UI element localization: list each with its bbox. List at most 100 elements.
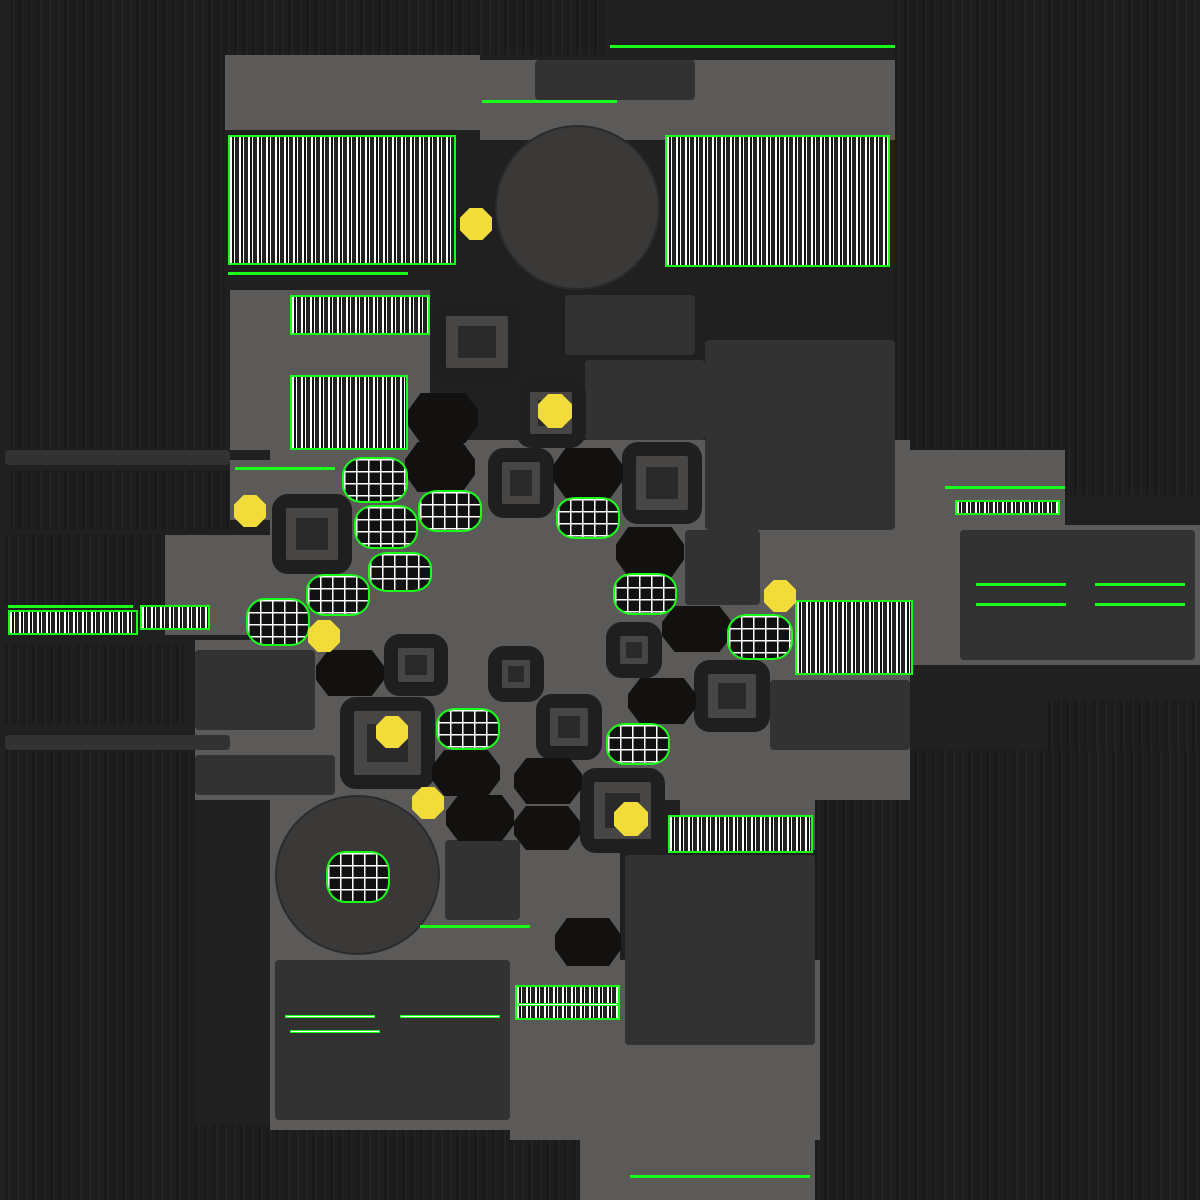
square-ring [694, 660, 770, 732]
green-bar [235, 467, 335, 470]
square-ring [488, 646, 544, 702]
dark-panel [5, 750, 195, 1200]
square-ring [384, 634, 448, 696]
panel-island [275, 960, 510, 1120]
green-bar [1095, 583, 1185, 586]
panel-island [445, 840, 520, 920]
yellow-octagon [764, 580, 796, 612]
ring-inner [405, 654, 427, 676]
dark-panel [10, 0, 225, 450]
square-ring [488, 448, 554, 518]
barcode-strip [290, 375, 408, 450]
panel-island [705, 340, 895, 530]
grid-oval [342, 457, 408, 503]
dark-blob [514, 806, 580, 850]
yellow-octagon [614, 802, 648, 836]
dark-panel [1065, 0, 1200, 495]
uv-island [580, 1125, 815, 1200]
grid-oval [727, 614, 793, 660]
white-bar [518, 1003, 618, 1006]
dark-blob [405, 442, 475, 492]
yellow-octagon [376, 716, 408, 748]
ring-inner [717, 682, 747, 710]
barcode-strip [665, 135, 890, 267]
panel-island [625, 855, 815, 1045]
ring-inner [625, 641, 643, 659]
uv-island [225, 55, 480, 130]
grid-oval [606, 723, 670, 765]
green-bar [976, 603, 1066, 606]
green-bar [630, 1175, 810, 1178]
grid-oval [418, 490, 482, 532]
grid-oval [326, 851, 390, 903]
grid-oval [368, 552, 432, 592]
dark-blob [514, 758, 582, 804]
barcode-strip [955, 500, 1060, 515]
barcode-strip [228, 135, 456, 265]
ring-inner [296, 518, 328, 550]
green-bar [420, 925, 530, 928]
dark-blob [616, 527, 684, 577]
barcode-strip [8, 610, 138, 635]
dark-blob [446, 795, 514, 841]
grid-oval [556, 497, 620, 539]
dark-panel [1048, 700, 1200, 750]
panel-island [5, 735, 230, 750]
grid-oval [613, 573, 677, 615]
green-bar [610, 45, 895, 48]
yellow-octagon [308, 620, 340, 652]
round-disc [495, 125, 660, 290]
barcode-strip [795, 600, 913, 675]
grid-oval [246, 598, 310, 646]
panel-island [535, 60, 695, 100]
barcode-strip [668, 815, 813, 853]
white-bar [290, 1030, 380, 1033]
panel-island [565, 295, 695, 355]
dark-panel [5, 535, 165, 605]
ring-inner [557, 715, 581, 739]
green-bar [976, 583, 1066, 586]
dark-blob [628, 678, 696, 724]
ring-inner [509, 470, 533, 496]
dark-blob [316, 650, 384, 696]
ring-inner [646, 466, 678, 500]
dark-blob [662, 606, 732, 652]
barcode-strip [140, 605, 210, 630]
dark-panel [815, 750, 1200, 1200]
yellow-octagon [460, 208, 492, 240]
square-ring [432, 302, 522, 382]
green-bar [482, 100, 617, 103]
white-bar [285, 1015, 375, 1018]
green-bar [1095, 603, 1185, 606]
panel-island [5, 450, 230, 465]
green-bar [8, 605, 133, 608]
dark-panel [225, 0, 605, 55]
yellow-octagon [412, 787, 444, 819]
dark-blob [555, 918, 621, 966]
panel-island [685, 530, 760, 605]
dark-panel [5, 645, 185, 725]
square-ring [622, 442, 702, 524]
square-ring [606, 622, 662, 678]
ring-inner [507, 665, 525, 683]
panel-island [195, 755, 335, 795]
square-ring [516, 378, 586, 448]
grid-oval [354, 505, 418, 549]
green-bar [945, 486, 1065, 489]
yellow-octagon [538, 394, 572, 428]
green-bar [228, 272, 408, 275]
panel-island [195, 650, 315, 730]
yellow-octagon [234, 495, 266, 527]
grid-oval [436, 708, 500, 750]
barcode-strip [515, 985, 620, 1020]
dark-blob [408, 393, 478, 443]
square-ring [536, 694, 602, 760]
dark-blob [432, 750, 500, 796]
grid-oval [306, 574, 370, 616]
dark-panel [10, 470, 235, 530]
barcode-strip [290, 295, 430, 335]
white-bar [400, 1015, 500, 1018]
panel-island [770, 680, 910, 750]
dark-blob [553, 448, 623, 498]
